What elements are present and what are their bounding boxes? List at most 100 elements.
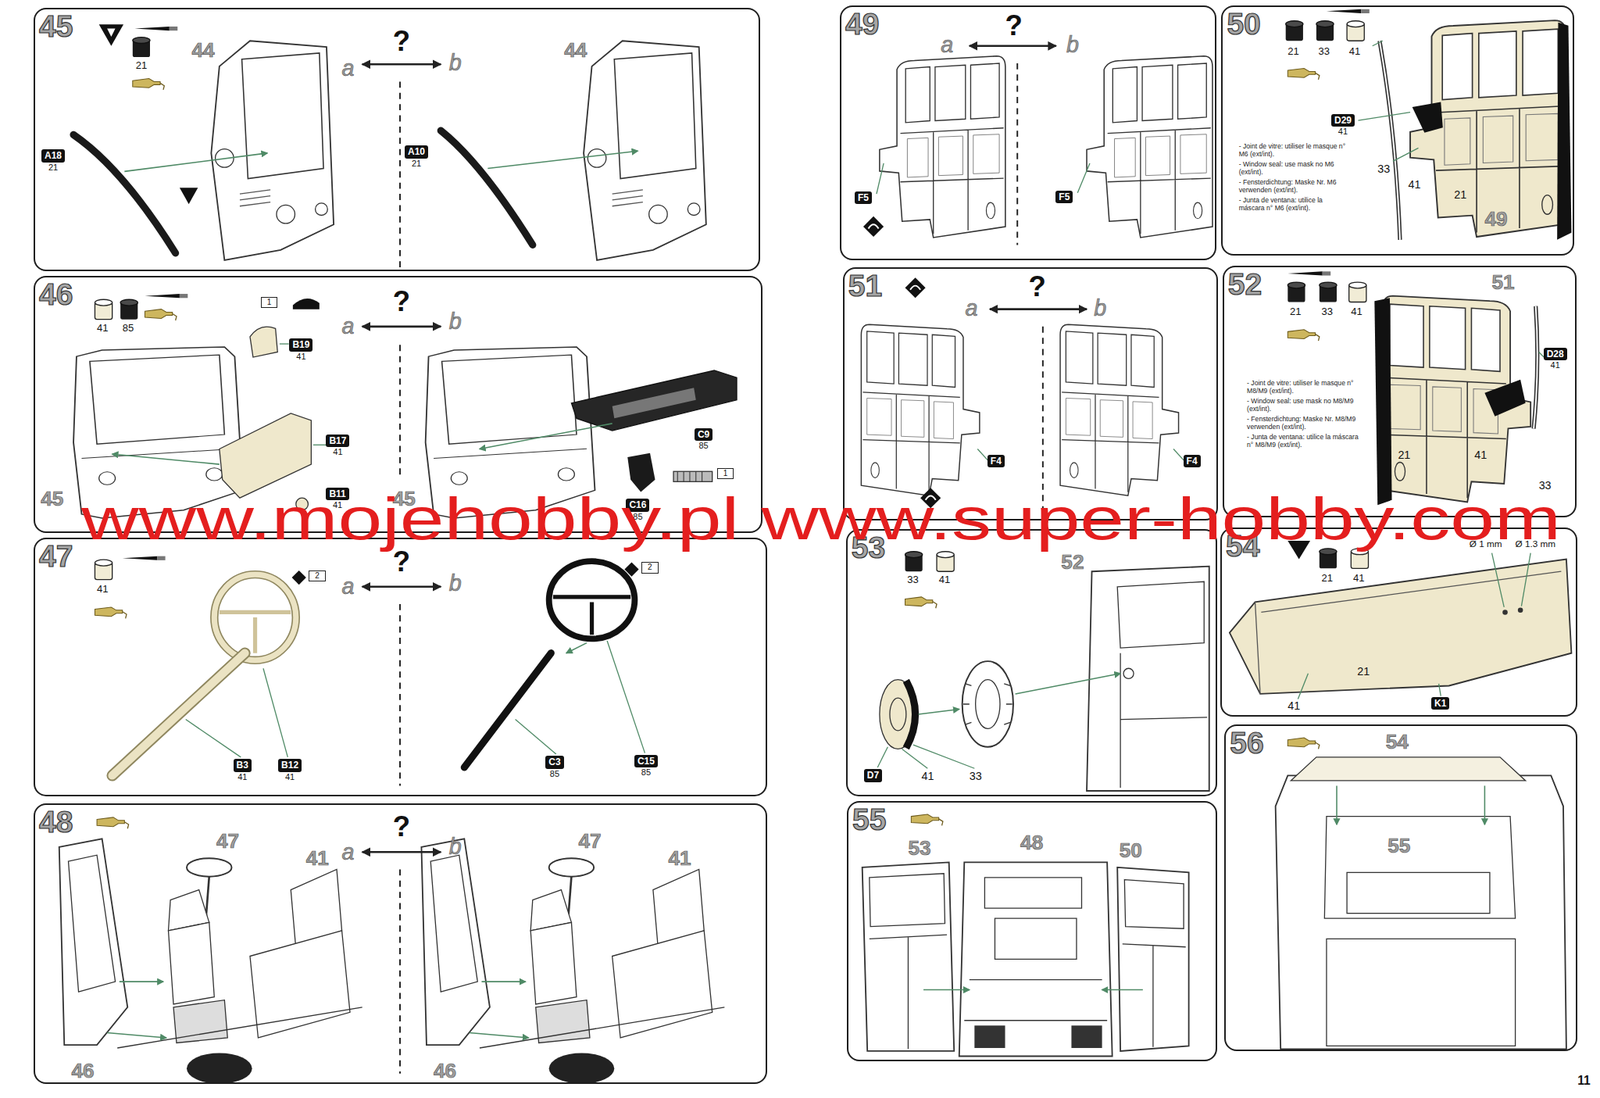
line-art [868,224,879,229]
callout-number: 33 [907,574,919,586]
line-art [1316,21,1334,41]
note-text: - Window seal: use mask no M8/M9 (ext/in… [1246,397,1360,414]
callout-number: 41 [1350,306,1363,318]
paint-code: 85 [545,768,564,779]
line-art [1287,329,1319,341]
line-art [94,607,126,618]
line-art [977,449,988,461]
line-art [860,324,980,496]
line-art [1517,607,1524,614]
line-art [59,838,363,1083]
line-art [73,134,176,253]
line-art [1060,324,1179,496]
line-art [969,44,1057,47]
line-art [1077,163,1090,193]
line-art [1042,326,1044,511]
line-art [984,877,1082,959]
line-art [974,1025,1005,1048]
callout-number: 41 [96,583,109,595]
line-art [1357,112,1411,121]
paint-code: 85 [634,767,658,777]
part-tag: D2941 [1331,114,1355,136]
part-tag: B1741 [325,434,350,457]
variant-letter: a [342,839,355,865]
line-art [185,719,242,758]
line-art [399,869,401,1074]
step-ref-number: 51 [1492,271,1515,294]
line-art [553,596,631,635]
note-text: - Junta de ventana: utilice la máscara n… [1239,196,1347,213]
line-art [1122,943,1186,1047]
part-tag: D2841 [1543,347,1568,370]
line-art [989,307,1087,311]
line-art [571,370,737,431]
line-art [214,574,296,661]
line-art [94,559,112,579]
callout-number: 33 [969,770,983,783]
variant-letter: b [1066,32,1079,58]
line-art [1382,296,1531,503]
step-ref-number: 47 [578,829,602,853]
step-panel: 51F4F4 [842,267,1219,521]
line-art [144,309,176,321]
variant-letter: b [449,50,462,76]
line-art [132,37,150,58]
line-art [1410,20,1566,237]
line-art [464,653,551,768]
callout-number: 21 [1289,306,1302,318]
part-number: A18 [41,149,65,162]
part-number: K1 [1431,696,1450,710]
line-art [134,26,178,31]
step-number: 49 [845,8,879,40]
line-art [144,293,188,298]
variant-letter: a [940,32,954,58]
line-art [515,719,557,754]
line-art [1071,1025,1102,1048]
line-art [1326,9,1370,14]
step-ref-number: 44 [192,39,215,62]
choice-mark: ? [1028,271,1047,303]
step-panel: 56 [1224,724,1578,1051]
line-art [913,744,975,768]
line-art [964,979,1108,1021]
line-art [1374,297,1392,505]
line-art [1326,938,1516,1046]
part-number: F5 [1055,190,1073,204]
part-number: B12 [278,758,302,772]
line-art [124,153,268,172]
step-number: 46 [39,278,73,310]
line-art [923,989,970,991]
paint-code: 85 [694,440,713,450]
step-ref-number: 46 [71,1059,94,1083]
part-number: F4 [987,454,1005,468]
variant-letter: b [449,834,462,860]
line-art [96,817,129,829]
part-number: C15 [634,754,658,768]
note-text: - Fensterdichtung: Maske Nr. M6 verwende… [1239,178,1347,195]
line-art [905,551,923,572]
part-tag: F5 [1055,190,1073,204]
line-art [1439,683,1442,697]
paint-code: 41 [278,771,302,782]
part-tag: F4 [987,454,1005,468]
line-art [479,423,613,450]
line-art [214,574,296,661]
paint-code: 21 [41,162,65,172]
part-number: B17 [325,434,350,447]
line-art [122,556,166,561]
line-art [918,709,960,715]
part-tag: K1 [1431,696,1450,710]
line-art [362,850,442,854]
part-number: B3 [233,758,252,772]
callout-number: 33 [1377,163,1390,176]
line-art [313,444,327,446]
line-art [1335,785,1338,825]
step-number: 50 [1226,8,1261,40]
line-art [910,814,943,825]
callout-number: 41 [1349,46,1361,58]
step-number: 56 [1229,727,1264,758]
line-art [566,642,587,654]
line-art [879,679,917,750]
line-art [936,551,954,572]
step-ref-number: 45 [40,487,64,511]
